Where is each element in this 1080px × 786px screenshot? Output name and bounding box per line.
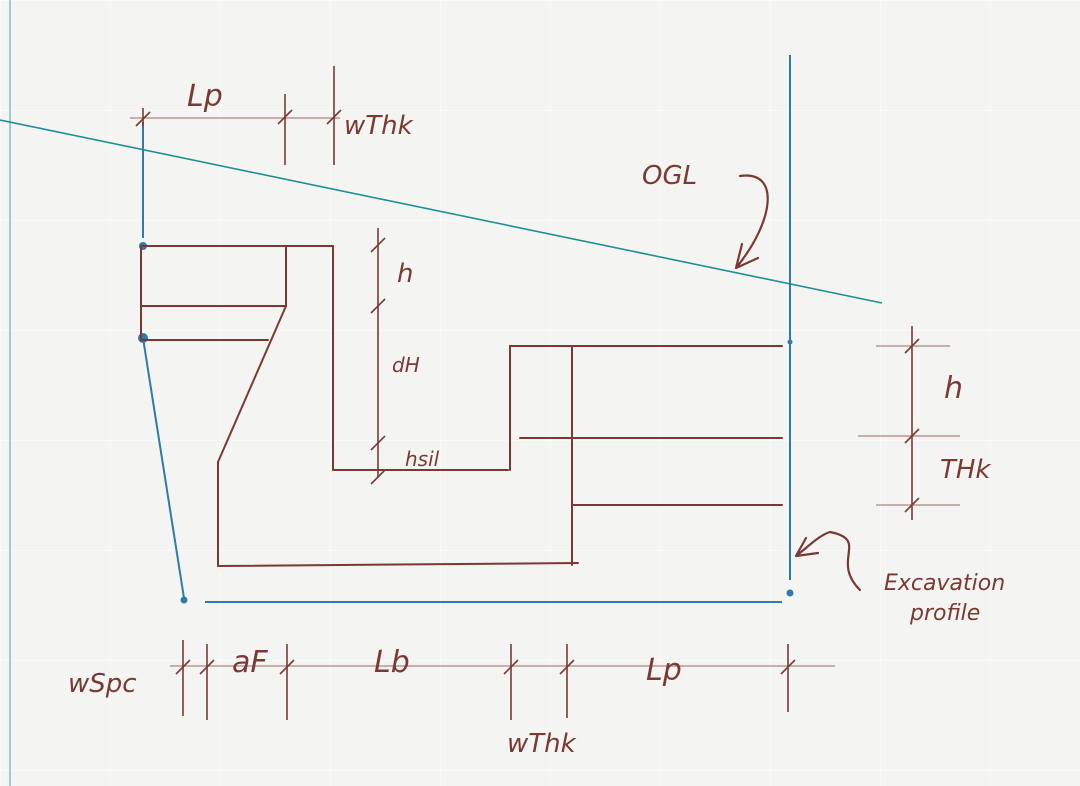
excavation-pointer-arrow	[794, 530, 862, 592]
dh-label: dH	[392, 353, 420, 377]
vertical-dimension-left	[370, 228, 386, 485]
drain-structure	[140, 245, 783, 567]
top-lp-label: Lp	[187, 79, 223, 114]
lb-label: Lb	[374, 645, 410, 680]
ogl-ground-line	[0, 119, 883, 304]
excavation-label-line1: Excavation	[884, 571, 1005, 596]
excavation-label-line2: profile	[909, 601, 980, 626]
ogl-label: OGL	[642, 161, 697, 191]
excavation-profile	[142, 55, 791, 603]
wspc-label: wSpc	[68, 669, 137, 699]
vertical-dimension-right	[858, 326, 960, 520]
top-wthk-label: wThk	[344, 111, 414, 141]
lp-bottom-label: Lp	[646, 653, 682, 688]
bottom-dimension-line	[170, 640, 835, 720]
hsil-label: hsil	[405, 447, 440, 471]
h-right-label: h	[944, 371, 963, 406]
thk-label: THk	[940, 455, 991, 485]
af-label: aF	[232, 645, 268, 680]
h-left-label: h	[397, 259, 413, 289]
ogl-pointer-arrow	[734, 174, 769, 270]
wthk-bottom-label: wThk	[507, 729, 577, 759]
top-dimension-line	[130, 66, 342, 165]
